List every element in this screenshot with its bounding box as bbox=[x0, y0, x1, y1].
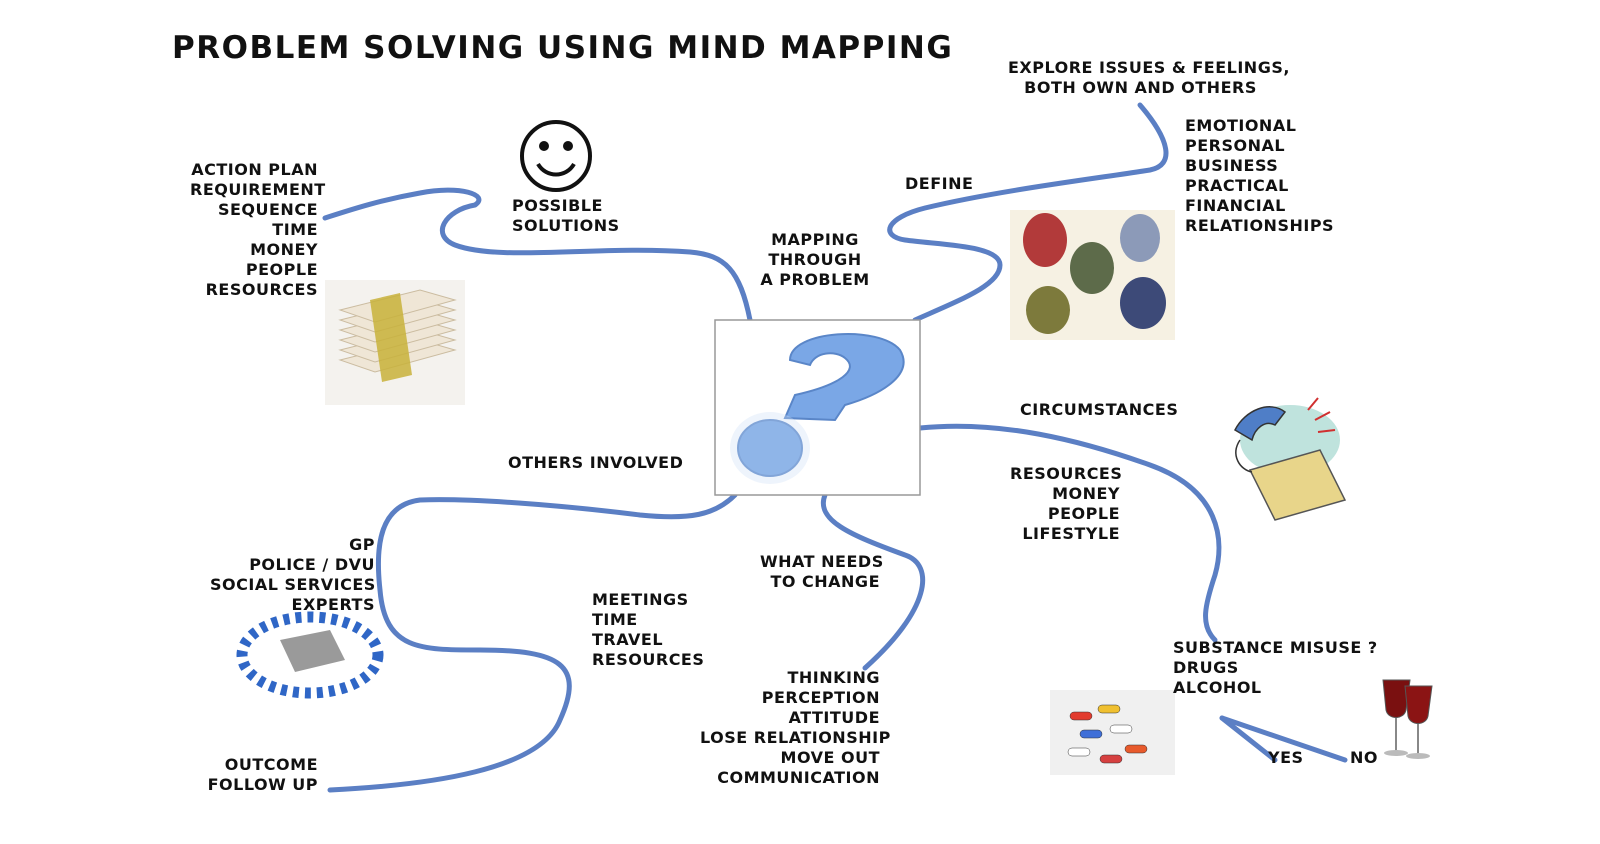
circumstances-label: CIRCUMSTANCES bbox=[1020, 400, 1179, 419]
wine-glasses-icon bbox=[1382, 679, 1433, 759]
resources-list: RESOURCES MONEY PEOPLE LIFESTYLE bbox=[1010, 464, 1123, 543]
what-needs-to-change-label: WHAT NEEDS TO CHANGE bbox=[760, 552, 884, 591]
branch-line-possible-solutions bbox=[322, 187, 753, 323]
possible-solutions-label: POSSIBLE SOLUTIONS bbox=[512, 196, 620, 235]
branch-line-define bbox=[887, 102, 1169, 323]
center-label: MAPPING THROUGH A PROBLEM bbox=[760, 230, 870, 289]
meetings-list: MEETINGS TIME TRAVEL RESOURCES bbox=[592, 590, 705, 669]
branch-line-yes bbox=[1219, 715, 1278, 763]
page-title: PROBLEM SOLVING USING MIND MAPPING bbox=[172, 30, 954, 66]
agencies-list: GP POLICE / DVU SOCIAL SERVICES EXPERTS bbox=[210, 535, 376, 614]
yes-label: YES bbox=[1268, 748, 1304, 767]
masks-icon bbox=[1010, 210, 1175, 340]
people-circle-puzzle-icon bbox=[236, 611, 384, 699]
branch-line-no bbox=[1219, 715, 1348, 763]
others-involved-label: OTHERS INVOLVED bbox=[508, 453, 684, 472]
branch-line-what-needs-to-change bbox=[820, 492, 926, 671]
change-items-list: THINKING PERCEPTION ATTITUDE LOSE RELATI… bbox=[700, 668, 891, 787]
telephone-directory-icon bbox=[1234, 397, 1347, 521]
smiley-face-icon bbox=[520, 120, 592, 192]
outcome-list: OUTCOME FOLLOW UP bbox=[207, 755, 318, 794]
no-label: NO bbox=[1350, 748, 1378, 767]
branch-line-others-involved bbox=[327, 492, 738, 793]
substance-list: SUBSTANCE MISUSE ? DRUGS ALCOHOL bbox=[1173, 638, 1378, 697]
feelings-list: EMOTIONAL PERSONAL BUSINESS PRACTICAL FI… bbox=[1185, 116, 1335, 235]
branch-line-circumstances bbox=[917, 423, 1222, 643]
banknotes-stack-icon bbox=[325, 280, 465, 405]
explore-label: EXPLORE ISSUES & FEELINGS, BOTH OWN AND … bbox=[1008, 58, 1290, 97]
question-mark-icon bbox=[730, 333, 905, 484]
pills-icon bbox=[1050, 690, 1175, 775]
action-plan-list: ACTION PLAN REQUIREMENT SEQUENCE TIME MO… bbox=[190, 160, 326, 299]
define-label: DEFINE bbox=[905, 174, 974, 193]
